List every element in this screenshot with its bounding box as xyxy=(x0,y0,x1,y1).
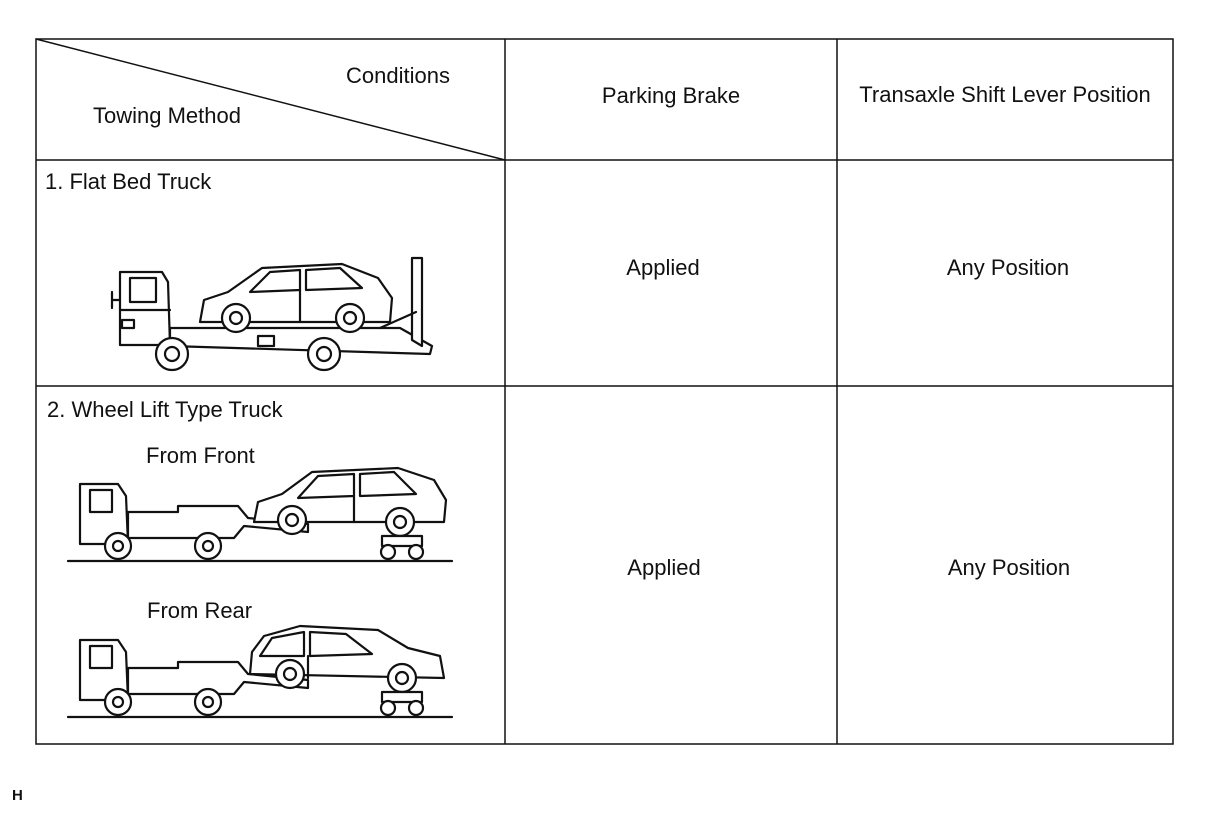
sub-label-from-rear: From Rear xyxy=(147,598,253,623)
footer-mark: H xyxy=(12,787,23,804)
parking-brake-header: Parking Brake xyxy=(601,83,741,108)
method-flat-bed-truck: 1. Flat Bed Truck xyxy=(45,169,212,194)
row1-shift-lever: Any Position xyxy=(946,255,1070,280)
method-wheel-lift-truck: 2. Wheel Lift Type Truck xyxy=(47,397,283,422)
row1-parking-brake: Applied xyxy=(626,255,700,280)
shift-lever-header: Transaxle Shift Lever Position xyxy=(859,82,1151,107)
flatbed-truck-illustration xyxy=(110,256,434,372)
conditions-label: Conditions xyxy=(346,63,450,88)
wheel-lift-rear-illustration xyxy=(66,624,454,719)
header-diagonal xyxy=(35,38,506,161)
sub-label-from-front: From Front xyxy=(146,443,255,468)
row2-parking-brake: Applied xyxy=(627,555,701,580)
wheel-lift-front-illustration xyxy=(66,466,454,563)
towing-method-label: Towing Method xyxy=(93,103,241,128)
row2-shift-lever: Any Position xyxy=(947,555,1071,580)
